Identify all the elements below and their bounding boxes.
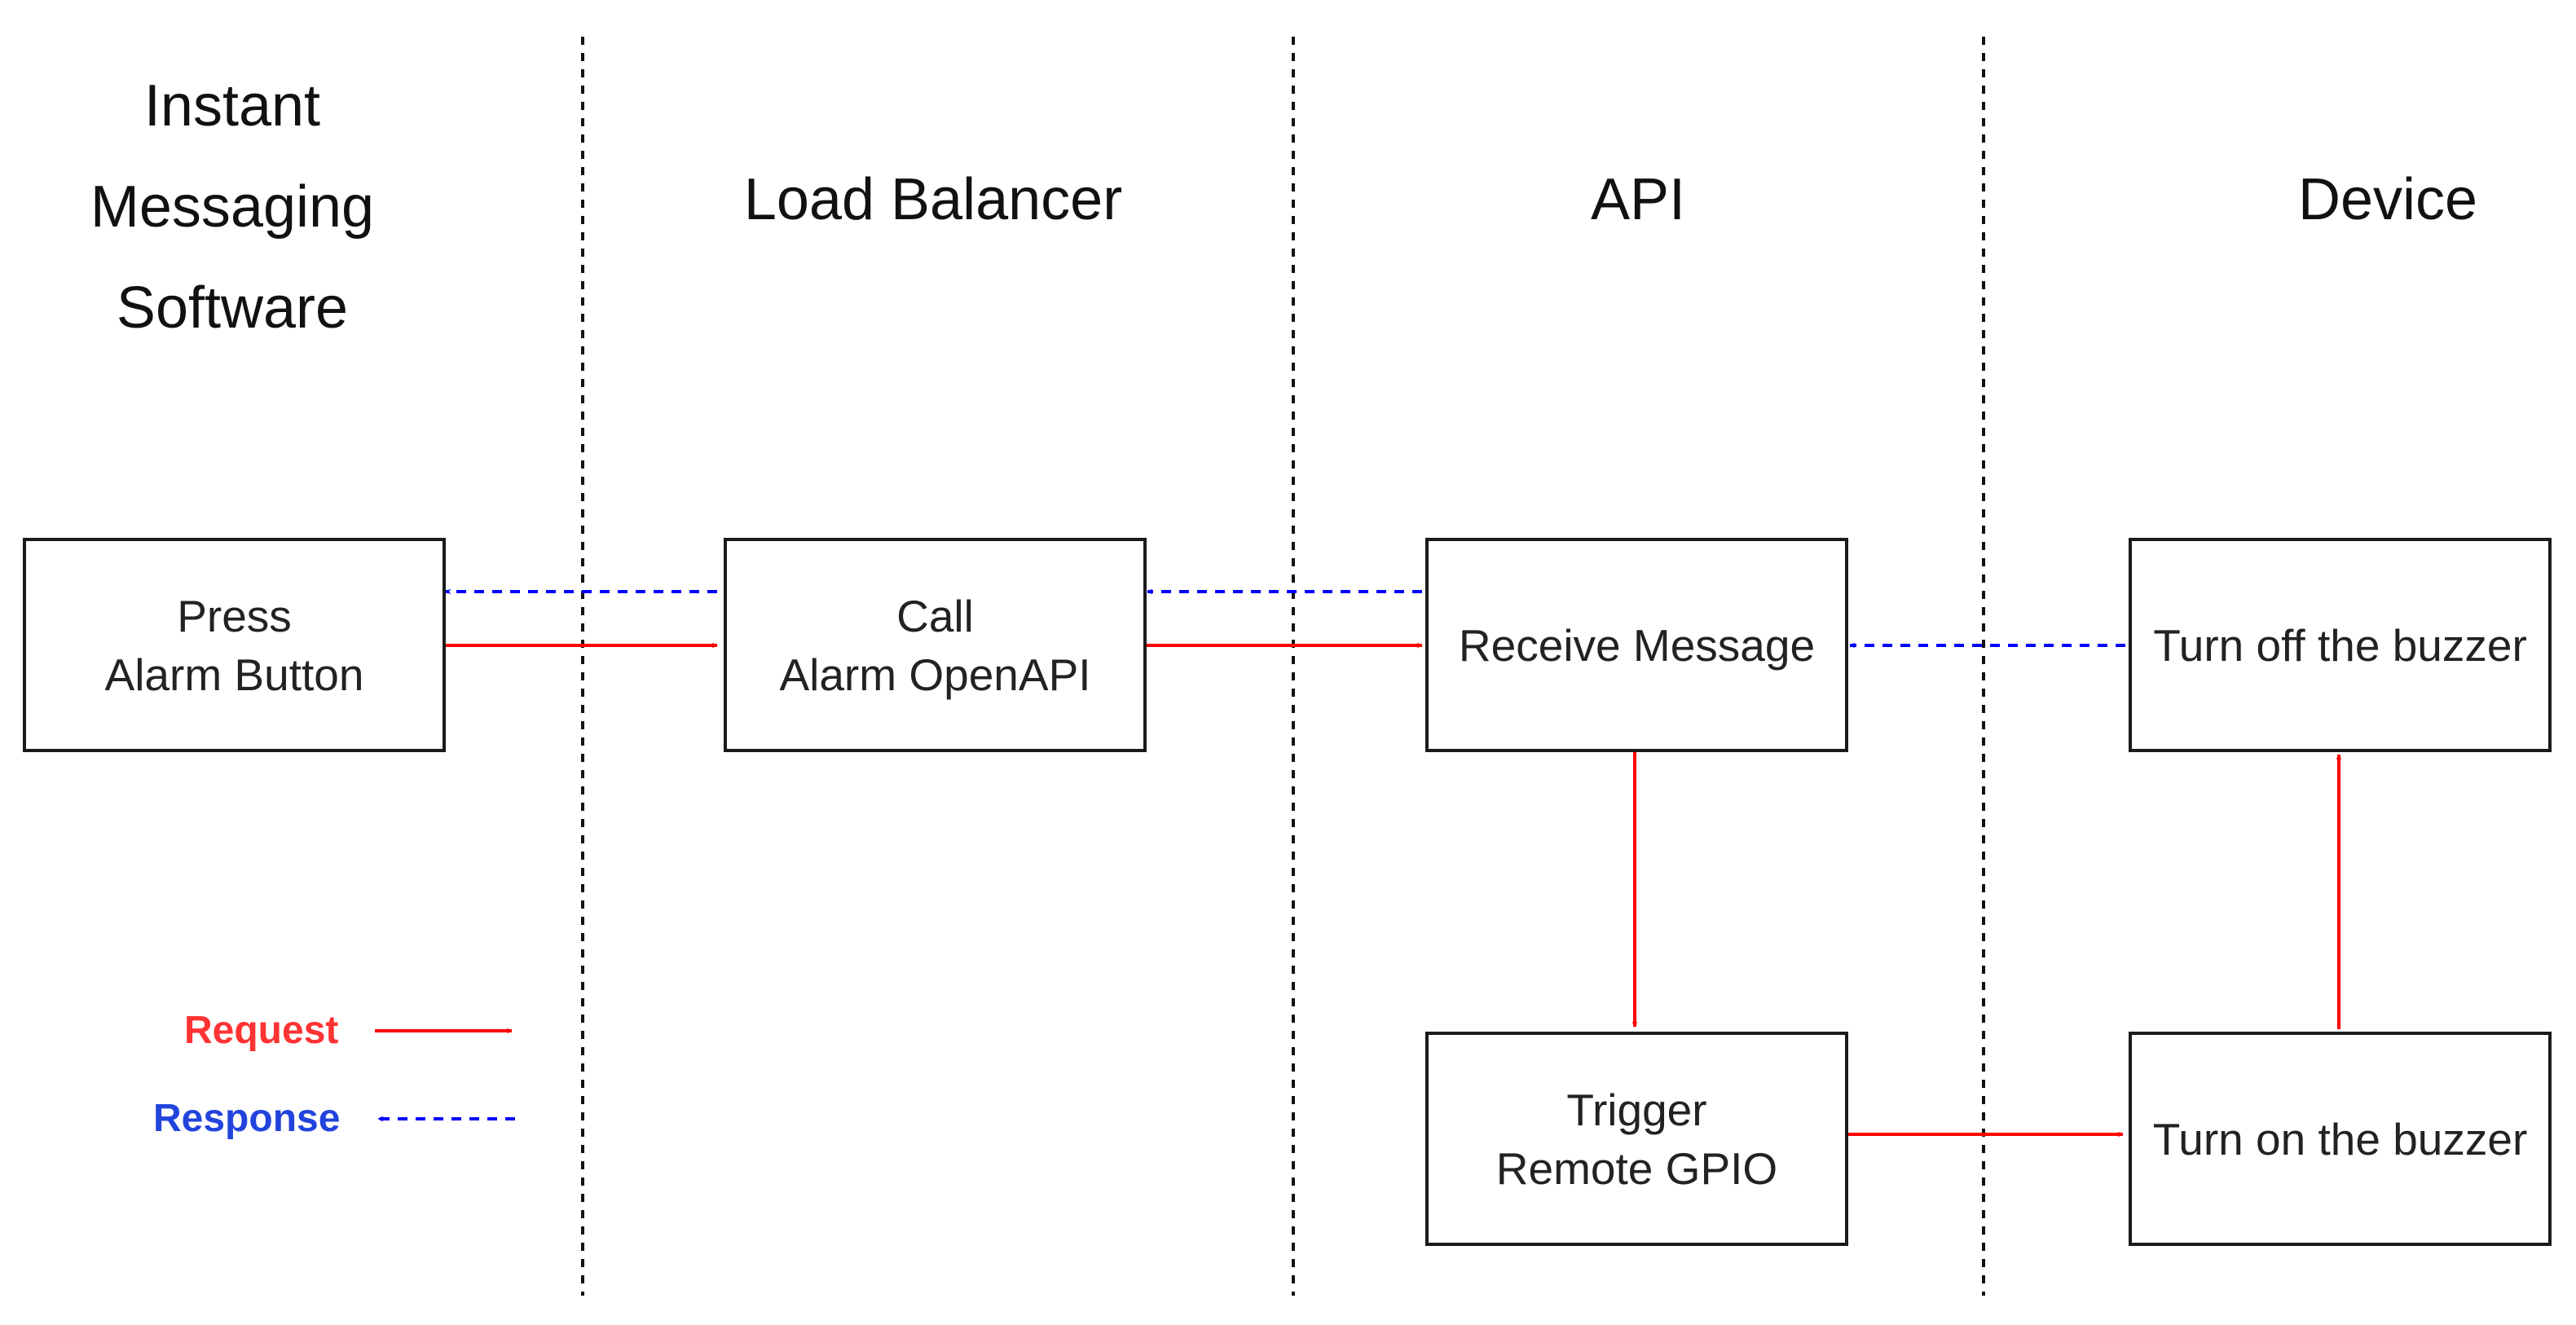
node-turn-on-buzzer: Turn on the buzzer: [2129, 1032, 2552, 1246]
legend-request-label: Request: [184, 1009, 339, 1052]
legend-response-label: Response: [153, 1097, 341, 1140]
node-trigger-remote-gpio: Trigger Remote GPIO: [1425, 1032, 1848, 1246]
node-receive-message: Receive Message: [1425, 538, 1848, 752]
lane-title-device: Device: [2297, 167, 2478, 232]
lane-title-instant-messaging: Instant Messaging Software: [90, 73, 375, 341]
node-turn-off-buzzer: Turn off the buzzer: [2129, 538, 2552, 752]
lane-title-api: API: [1590, 167, 1686, 232]
node-press-alarm-button: Press Alarm Button: [23, 538, 446, 752]
node-call-alarm-openapi: Call Alarm OpenAPI: [724, 538, 1147, 752]
lane-title-load-balancer: Load Balancer: [743, 167, 1123, 232]
